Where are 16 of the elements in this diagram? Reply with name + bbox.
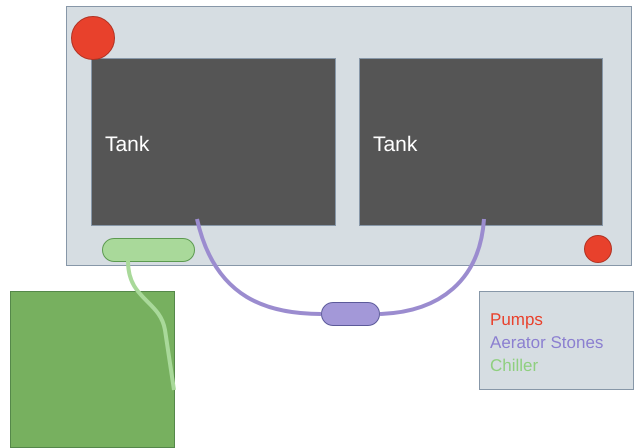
base-panel <box>66 6 632 266</box>
aerator-stone <box>321 302 380 326</box>
pump-circle <box>71 16 115 60</box>
tank-label: Tank <box>373 133 418 157</box>
tank <box>91 58 336 226</box>
chiller-box <box>10 291 175 448</box>
tank-label: Tank <box>105 133 150 157</box>
legend-entry: Aerator Stones <box>490 332 604 354</box>
tube <box>126 260 176 390</box>
tube <box>195 218 322 316</box>
tube <box>380 218 486 316</box>
legend-entry: Chiller <box>490 355 538 377</box>
chiller-connector <box>102 238 195 262</box>
legend-entry: Pumps <box>490 309 543 331</box>
tank <box>359 58 603 226</box>
pump-circle <box>584 235 612 263</box>
